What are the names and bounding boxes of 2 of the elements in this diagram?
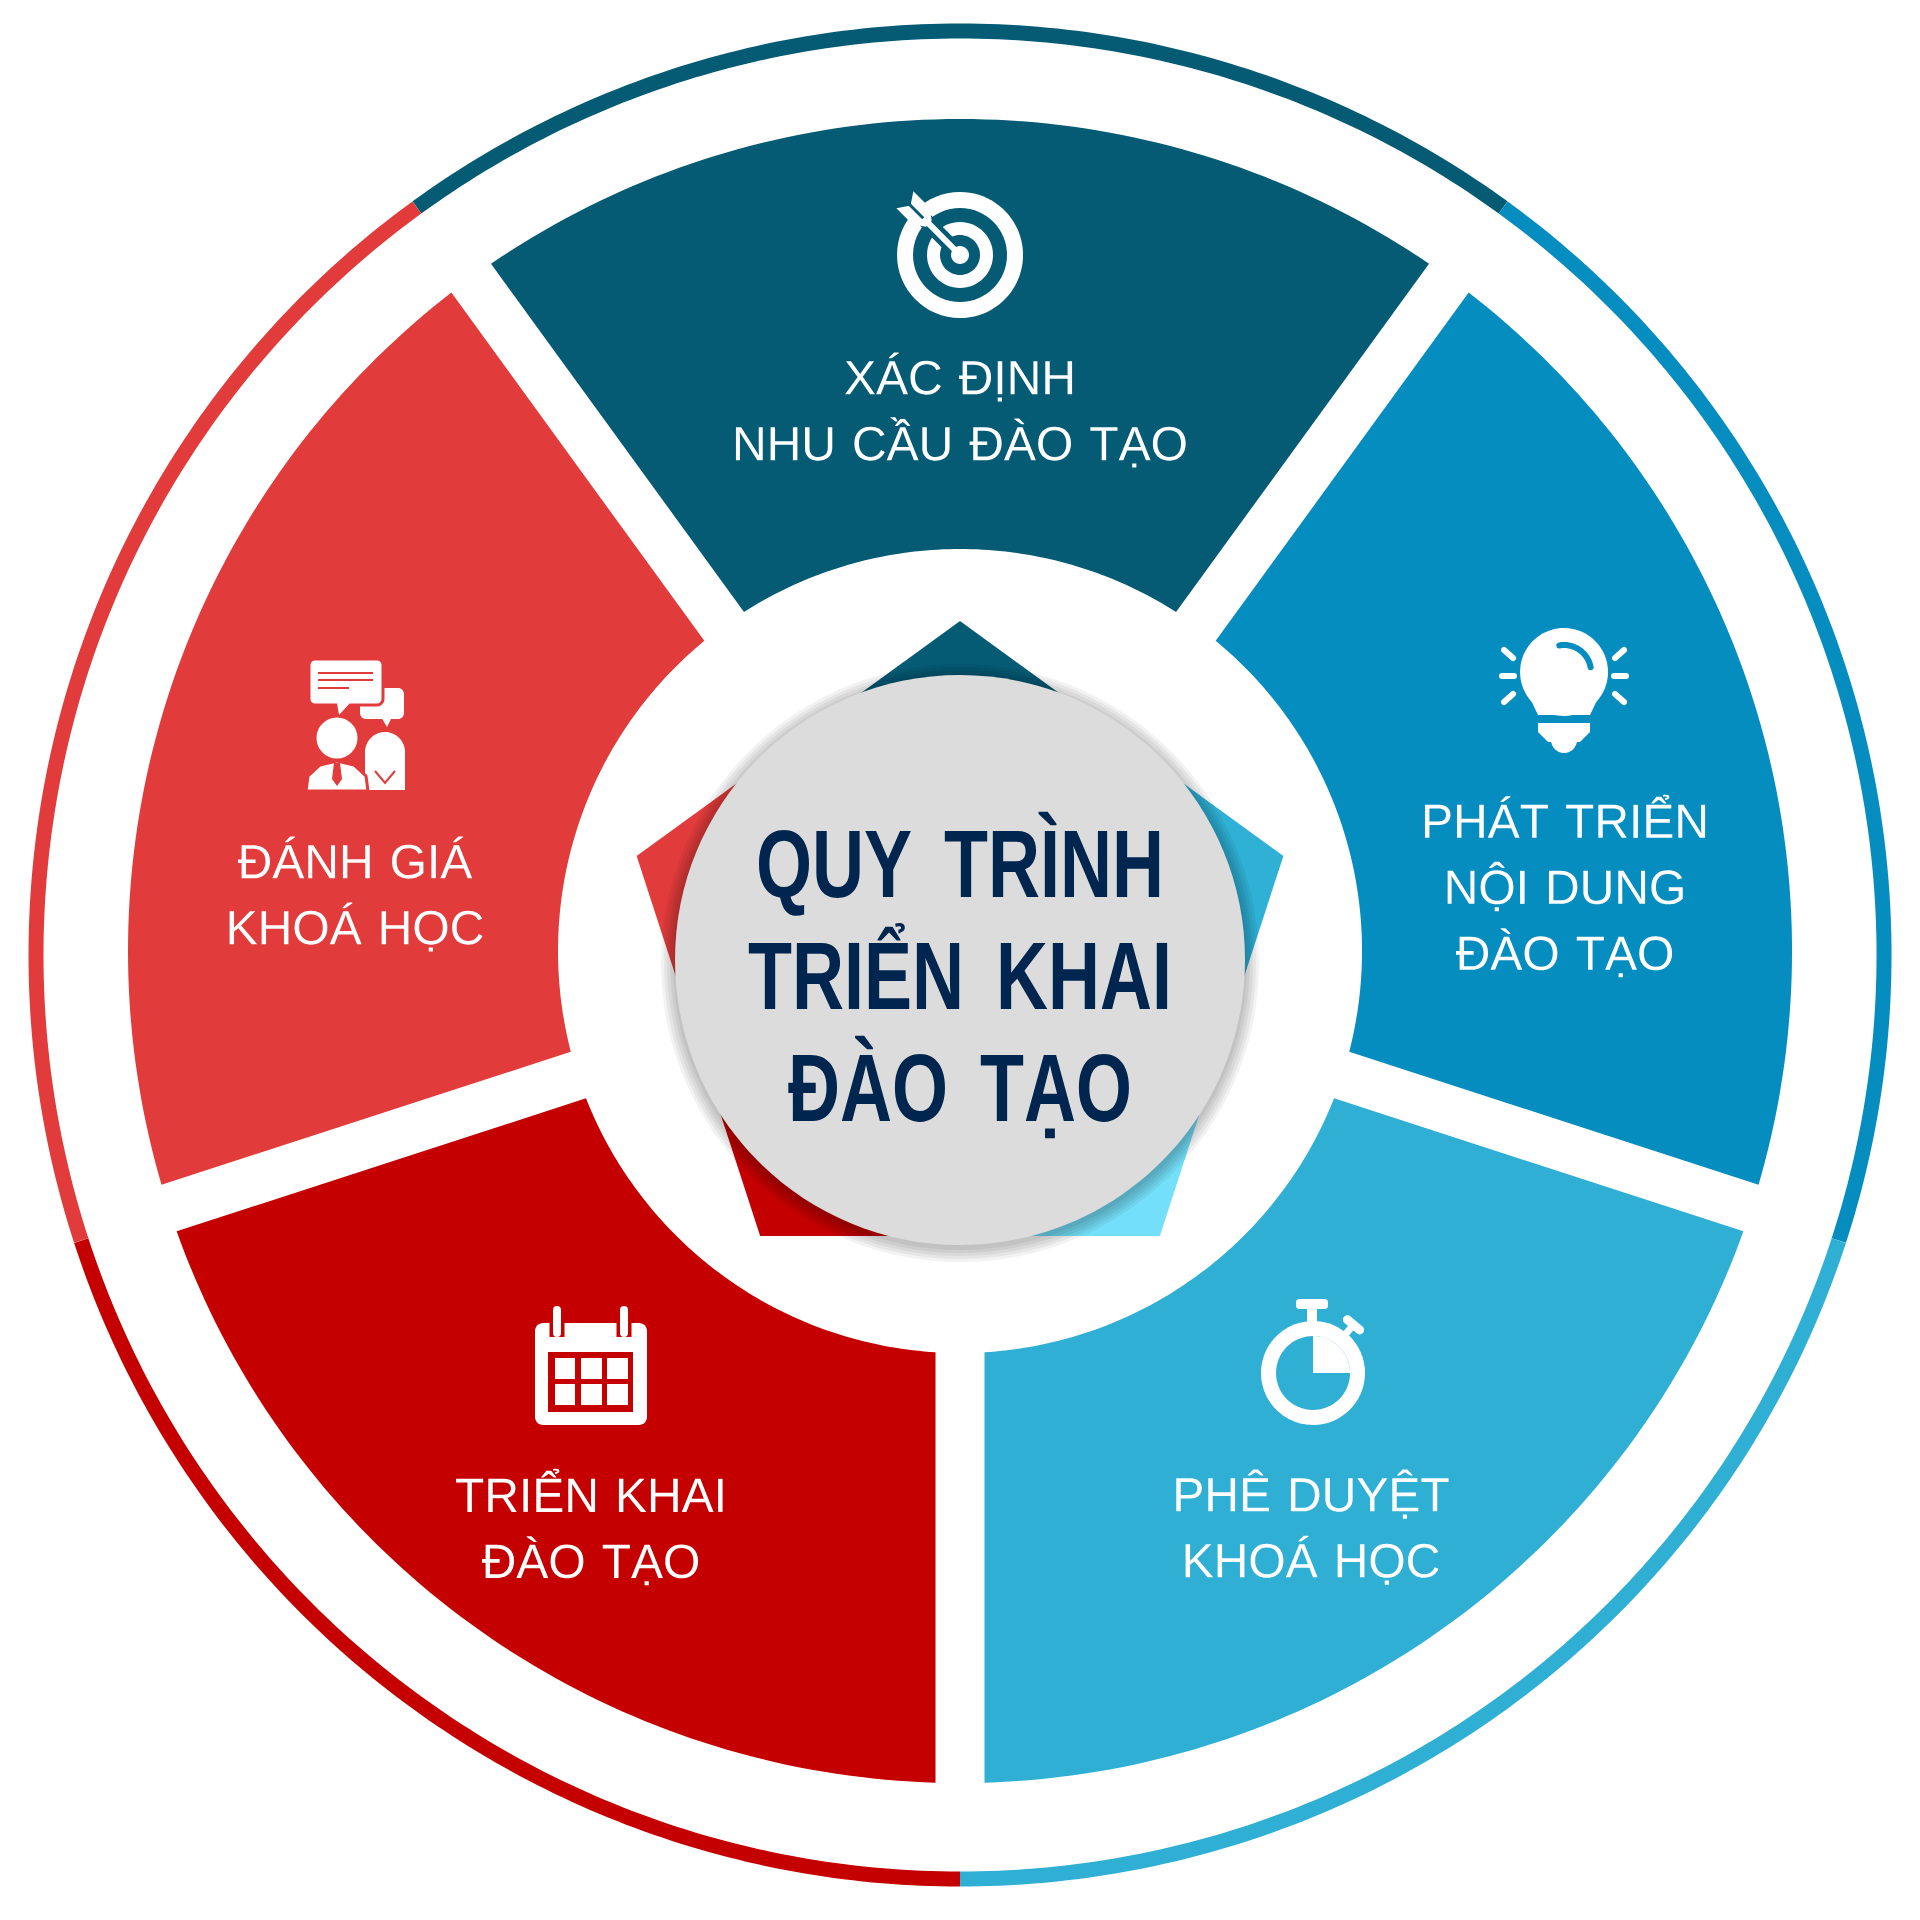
ring-segment: PHÁT TRIỂN NỘI DUNG ĐÀO TẠO <box>1215 292 1793 1185</box>
ring-segment: XÁC ĐỊNH NHU CẦU ĐÀO TẠO <box>491 119 1429 612</box>
